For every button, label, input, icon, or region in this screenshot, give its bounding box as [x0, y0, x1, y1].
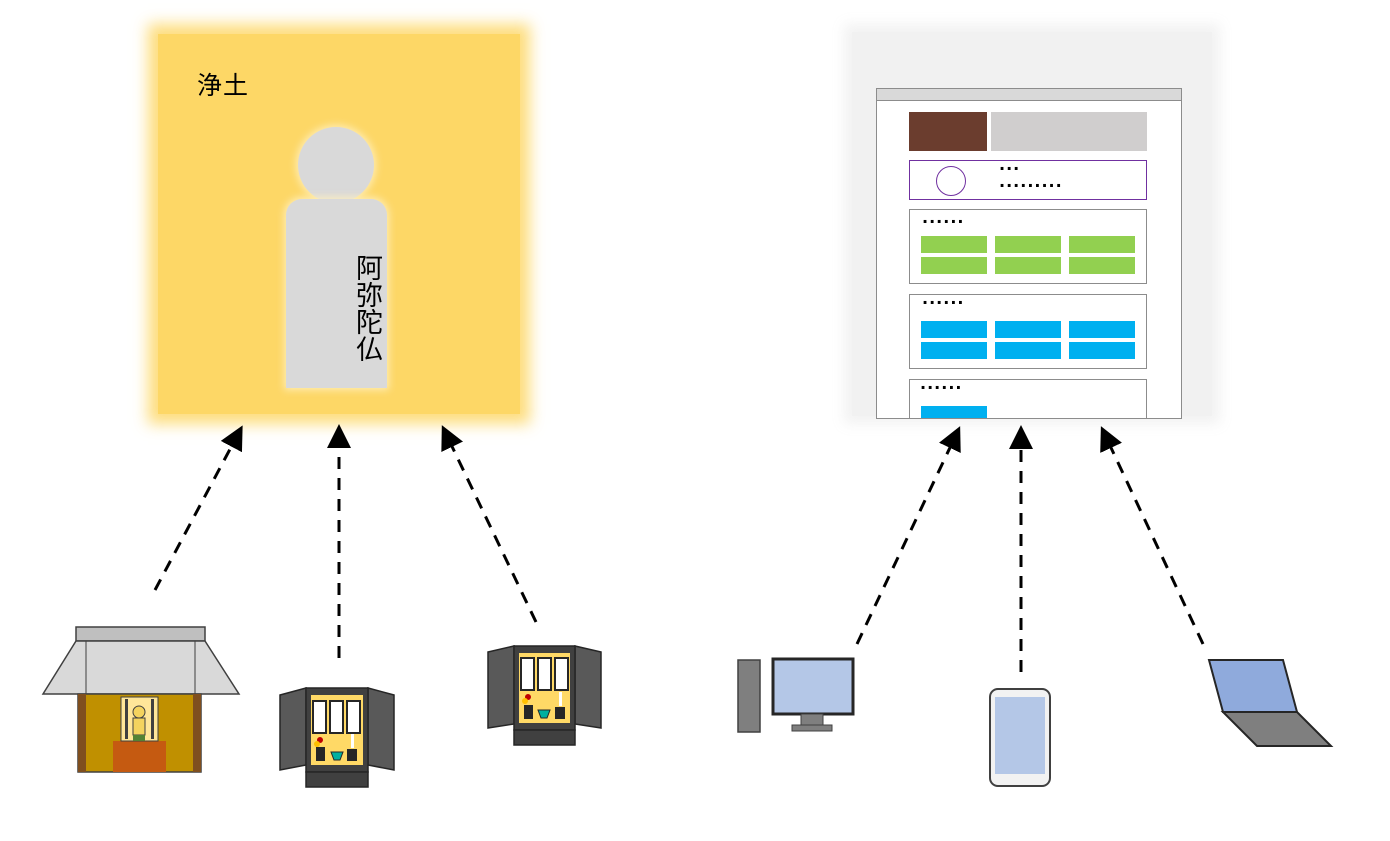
arrow-desktop-to-site — [855, 426, 961, 645]
laptop-icon — [1207, 659, 1334, 747]
blue-cell — [921, 321, 987, 338]
blue-cell — [1069, 321, 1135, 338]
content-section-green: ······ — [909, 209, 1147, 284]
browser-bar — [877, 89, 1181, 101]
blue-cell — [995, 321, 1061, 338]
section-dots: ······ — [922, 293, 965, 312]
blue-cell — [995, 342, 1061, 359]
site-logo-block — [909, 112, 987, 151]
avatar-icon — [936, 166, 966, 196]
green-cell — [995, 257, 1061, 274]
buddha-head — [298, 127, 374, 203]
temple-altar-icon — [41, 626, 241, 773]
profile-card: ··· ········· — [909, 160, 1147, 200]
section-dots: ······ — [922, 212, 965, 231]
green-cell — [1069, 236, 1135, 253]
section-dots: ······ — [920, 378, 963, 397]
blue-cell — [921, 406, 987, 418]
arrow-butsudan2-to-jodo — [441, 425, 538, 623]
green-cell — [921, 236, 987, 253]
arrow-laptop-to-site — [1100, 426, 1205, 645]
green-cell — [995, 236, 1061, 253]
buddha-name: 阿弥陀仏 — [351, 254, 382, 362]
content-section-partial: ······ — [909, 378, 1147, 418]
blue-cell — [921, 342, 987, 359]
profile-dots-long: ········· — [999, 176, 1063, 195]
butsudan-icon — [279, 687, 395, 788]
profile-dots-short: ··· — [999, 159, 1021, 178]
green-cell — [921, 257, 987, 274]
butsudan-icon — [487, 645, 602, 746]
pure-land-label: 浄土 — [197, 71, 250, 100]
content-section-blue: ······ — [909, 294, 1147, 369]
buddha-figure — [286, 199, 387, 388]
desktop-computer-icon — [737, 657, 855, 733]
arrow-temple-to-jodo — [153, 425, 243, 591]
site-banner-block — [991, 112, 1147, 151]
smartphone-icon — [989, 688, 1051, 787]
webpage-mockup: ··· ········· ······ ······ ······ — [876, 88, 1182, 419]
green-cell — [1069, 257, 1135, 274]
blue-cell — [1069, 342, 1135, 359]
